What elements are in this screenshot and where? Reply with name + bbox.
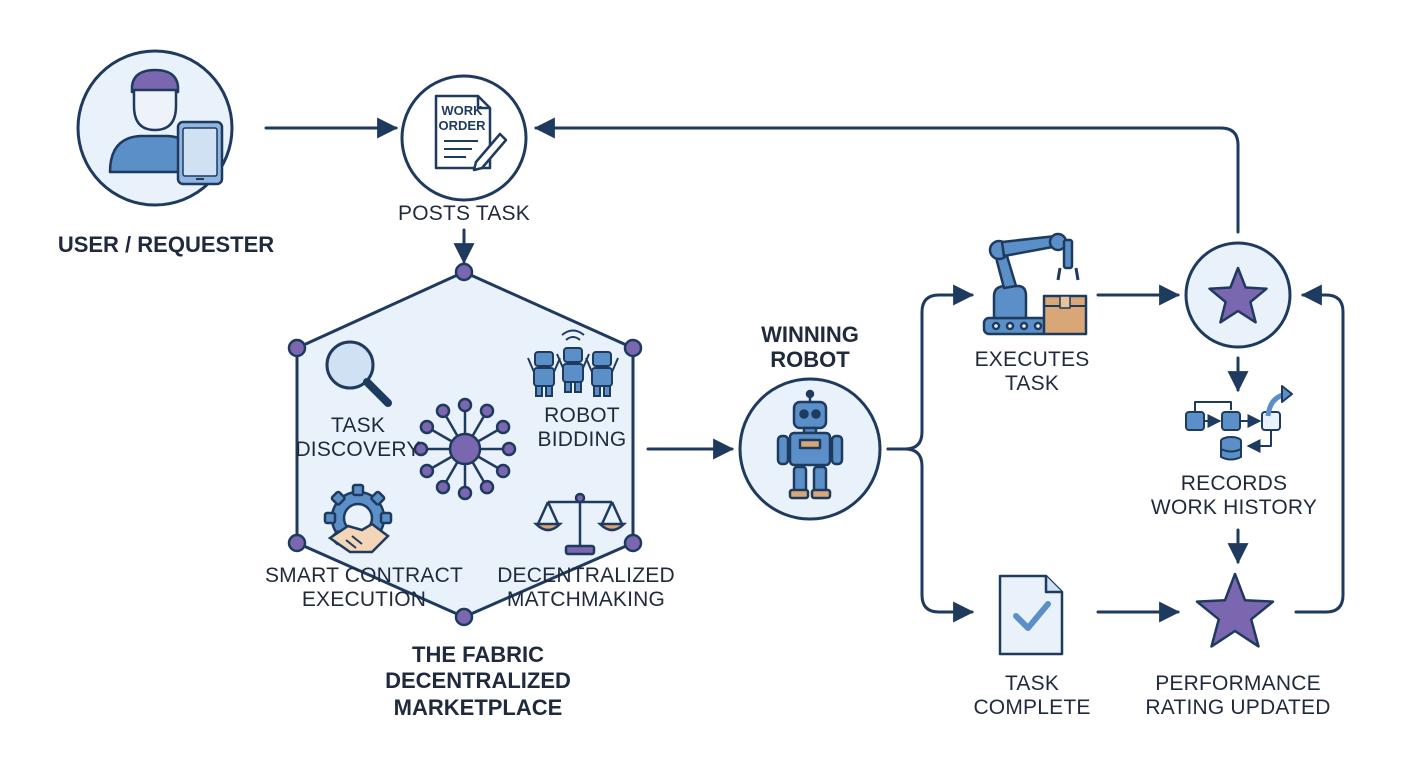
robot-group-icon (527, 329, 619, 397)
rating-label: PERFORMANCE RATING UPDATED (1145, 672, 1330, 720)
gear-tooth (379, 511, 393, 525)
hub-node (413, 441, 429, 457)
bidding-label: ROBOT BIDDING (538, 404, 627, 452)
winner-label: WINNING ROBOT (761, 322, 859, 373)
matchmaking-line-1: DECENTRALIZED (497, 564, 675, 587)
rating-line-2: RATING UPDATED (1145, 696, 1331, 720)
work-order-icon: WORK ORDER (434, 94, 508, 172)
execute-line-1: EXECUTES (974, 348, 1090, 371)
records-label: RECORDS WORK HISTORY (1151, 472, 1317, 520)
gear-tooth (351, 483, 365, 497)
signal-waves (561, 329, 585, 341)
arrow-reputation-to-post (533, 117, 1240, 234)
hub-node (435, 479, 451, 495)
work-order-line-2: ORDER (439, 118, 487, 133)
hub-center (448, 432, 482, 466)
post-label: POSTS TASK (398, 202, 530, 225)
bidding-robot (556, 347, 590, 393)
hex-vertices (287, 262, 643, 627)
execute-line-2: TASK (1004, 372, 1060, 396)
fabric-title-line-2: DECENTRALIZED (385, 668, 571, 694)
work-order-line-1: WORK (441, 103, 483, 118)
gear-tooth (323, 511, 337, 525)
hub-node (419, 419, 435, 435)
hub-node (457, 485, 473, 501)
network-hub-icon (413, 397, 517, 501)
arrow-rating-to-reputation (1294, 284, 1345, 614)
robot-icon (776, 389, 844, 500)
magnifier-icon (325, 340, 392, 407)
discovery-label: TASK DISCOVERY (295, 414, 420, 462)
contract-line-1: SMART CONTRACT (264, 564, 464, 587)
winner-line-2: ROBOT (770, 347, 850, 373)
complete-label: TASK COMPLETE (973, 672, 1090, 720)
bidding-line-2: BIDDING (537, 428, 627, 452)
contract-label: SMART CONTRACT EXECUTION (265, 564, 463, 612)
arrow-winner-to-complete (886, 447, 975, 623)
gear-tooth (330, 490, 346, 506)
post-node: WORK ORDER (400, 74, 528, 202)
hub-node (457, 397, 473, 413)
fabric-marketplace (287, 262, 643, 627)
hub-node (419, 463, 435, 479)
robot-arm-icon (982, 232, 1088, 336)
matchmaking-line-2: MATCHMAKING (506, 588, 666, 612)
execute-label: EXECUTES TASK (975, 348, 1090, 396)
arrow-winner-to-execute (886, 284, 975, 451)
handshake-gear-icon (323, 483, 393, 554)
complete-line-1: TASK (1004, 672, 1060, 695)
checklist-doc-icon (998, 574, 1064, 656)
fabric-title: THE FABRIC DECENTRALIZED MARKETPLACE (385, 642, 571, 721)
fabric-title-line-1: THE FABRIC (412, 642, 544, 667)
fabric-title-line-3: MARKETPLACE (393, 694, 563, 720)
bidding-line-1: ROBOT (544, 404, 620, 427)
records-line-1: RECORDS (1180, 472, 1288, 495)
hub-node (495, 463, 511, 479)
rating-line-1: PERFORMANCE (1155, 672, 1321, 695)
hub-node (495, 419, 511, 435)
discovery-line-1: TASK (330, 414, 386, 437)
user-label: USER / REQUESTER (57, 232, 275, 257)
hub-node (479, 403, 495, 419)
scales-icon (532, 492, 628, 556)
discovery-line-2: DISCOVERY (295, 438, 421, 462)
winner-node (738, 377, 882, 521)
bidding-robot (585, 351, 619, 397)
user-tablet-icon (108, 68, 224, 186)
user-node (76, 49, 234, 207)
contract-line-2: EXECUTION (301, 588, 427, 612)
workflow-database-icon (1185, 385, 1293, 461)
hub-node (501, 441, 517, 457)
star-circle-icon (1184, 241, 1292, 349)
hub-node (479, 479, 495, 495)
winner-line-1: WINNING (761, 322, 859, 347)
star-icon (1195, 572, 1275, 648)
records-line-2: WORK HISTORY (1150, 496, 1318, 520)
complete-line-2: COMPLETE (973, 696, 1091, 720)
gear-tooth (370, 490, 386, 506)
matchmaking-label: DECENTRALIZED MATCHMAKING (497, 564, 675, 612)
connectors (264, 117, 1345, 623)
hub-node (435, 403, 451, 419)
